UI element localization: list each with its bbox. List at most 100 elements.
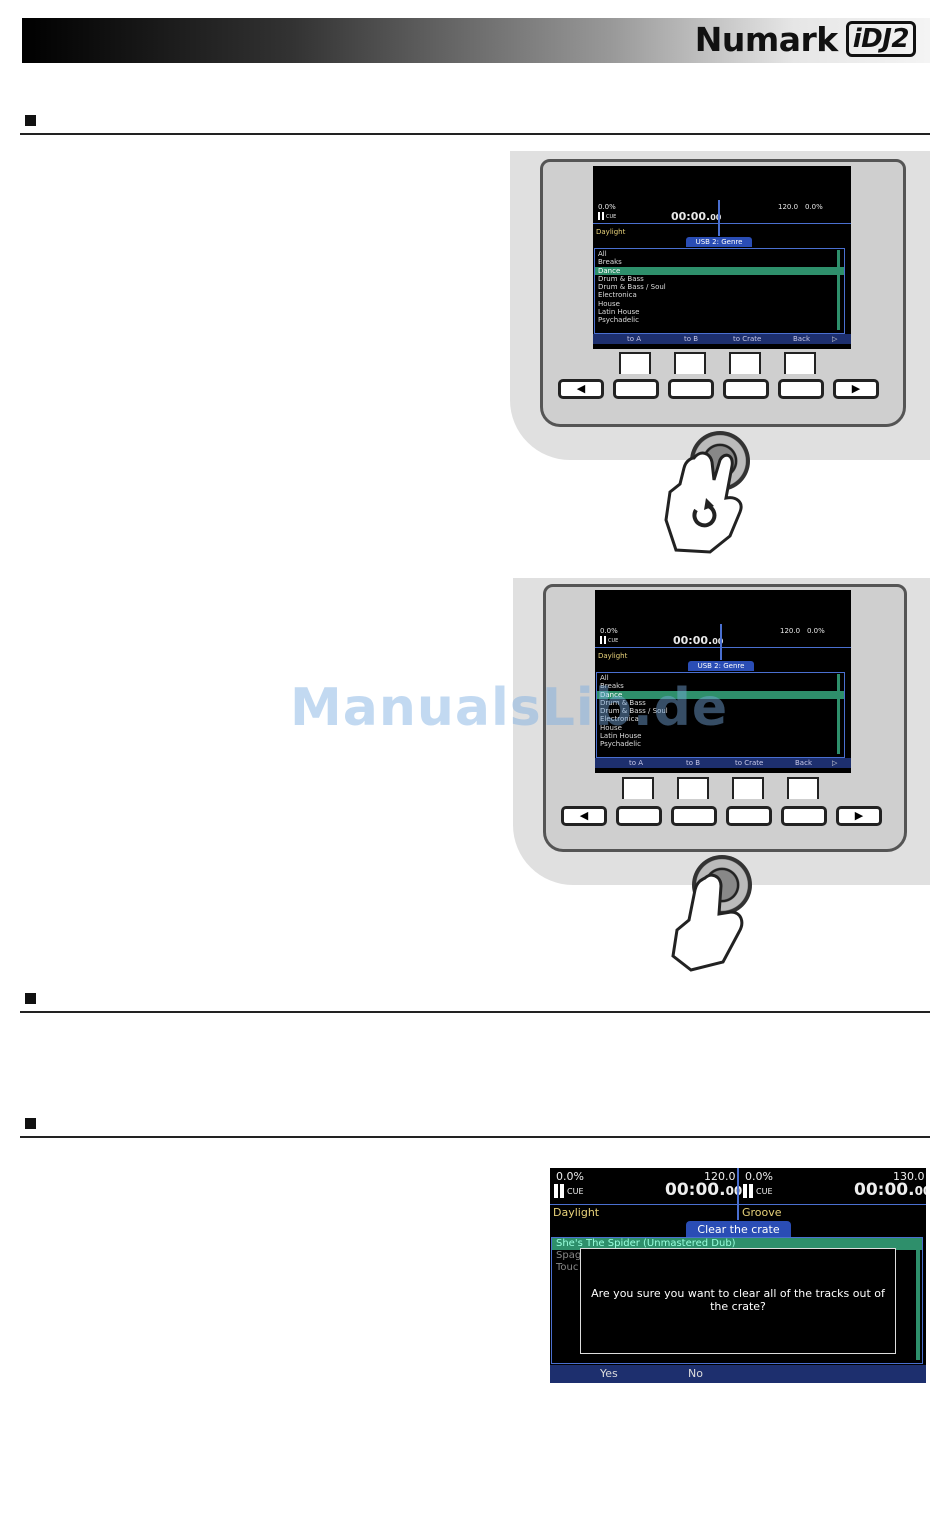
section-rule-2 bbox=[20, 1011, 930, 1013]
track-row-selected[interactable]: She's The Spider (Unmastered Dub) bbox=[552, 1238, 922, 1250]
softkey-back[interactable]: Back bbox=[793, 335, 810, 343]
softkey-bar: to A to B to Crate Back ▷ bbox=[593, 334, 851, 344]
hardware-right-button[interactable]: ▶ bbox=[836, 806, 882, 826]
softkey-to-b[interactable]: to B bbox=[686, 759, 701, 767]
crate-tab[interactable]: Clear the crate bbox=[686, 1221, 791, 1238]
list-item[interactable]: Breaks bbox=[598, 258, 622, 267]
list-item[interactable]: House bbox=[598, 299, 620, 308]
track-row[interactable]: Touc bbox=[556, 1262, 579, 1273]
list-item[interactable]: All bbox=[600, 674, 609, 682]
hardware-softkey-1[interactable] bbox=[616, 806, 662, 826]
hardware-softkey-2[interactable] bbox=[671, 806, 717, 826]
hardware-left-button[interactable]: ◀ bbox=[561, 806, 607, 826]
deck-a-bpm: 120.0 bbox=[778, 203, 799, 211]
deck-a-time: 00:00.00 bbox=[671, 210, 722, 223]
softkey-stems bbox=[613, 352, 879, 374]
list-item[interactable]: Electronica bbox=[600, 715, 639, 724]
hardware-right-button[interactable]: ▶ bbox=[833, 379, 879, 399]
softkey-to-a[interactable]: to A bbox=[627, 335, 642, 343]
list-item[interactable]: Drum & Bass / Soul bbox=[598, 283, 666, 292]
deck-a-pause-icon bbox=[554, 1184, 564, 1198]
softkey-back[interactable]: Back bbox=[795, 759, 812, 767]
list-item[interactable]: Drum & Bass / Soul bbox=[600, 707, 668, 716]
hardware-softkey-4[interactable] bbox=[781, 806, 827, 826]
softkey-bar: to A to B to Crate Back ▷ bbox=[595, 758, 851, 768]
list-item[interactable]: All bbox=[598, 250, 607, 258]
deck-a-pitch: 0.0% bbox=[598, 203, 616, 211]
softkey-yes[interactable]: Yes bbox=[600, 1367, 618, 1380]
right-arrow-icon: ▶ bbox=[851, 382, 861, 395]
deck-a-time: 00:00.00 bbox=[673, 634, 724, 647]
list-item[interactable]: Latin House bbox=[600, 732, 642, 741]
watermark: ManualsLib.de bbox=[290, 678, 729, 738]
list-item[interactable]: House bbox=[600, 723, 622, 732]
softkey-to-crate[interactable]: to Crate bbox=[733, 335, 762, 343]
deck-a-pitch: 0.0% bbox=[556, 1170, 584, 1183]
section-bullet-3 bbox=[25, 1118, 36, 1129]
list-item-selected[interactable]: Dance bbox=[595, 266, 844, 275]
softkey-to-a[interactable]: to A bbox=[629, 759, 644, 767]
device-screen-2: 0.0% 120.0 0.0% CUE 00:00.00 Daylight US… bbox=[595, 590, 851, 773]
crate-softkey-bar: Yes No bbox=[550, 1365, 926, 1383]
list-item-selected[interactable]: Dance bbox=[597, 690, 844, 699]
deck-a-bpm: 120.0 bbox=[780, 627, 801, 635]
hardware-softkey-3[interactable] bbox=[726, 806, 772, 826]
crate-scrollbar[interactable] bbox=[916, 1240, 920, 1360]
play-arrow-icon: ▷ bbox=[832, 759, 838, 767]
left-arrow-icon: ◀ bbox=[579, 809, 589, 822]
browser-tab[interactable]: USB 2: Genre bbox=[688, 661, 754, 671]
hardware-softkey-4[interactable] bbox=[778, 379, 824, 399]
deck-a-track: Daylight bbox=[596, 228, 626, 236]
hand-press-icon bbox=[671, 873, 744, 972]
deck-b-pitch: 0.0% bbox=[745, 1170, 773, 1183]
left-arrow-icon: ◀ bbox=[576, 382, 586, 395]
device-panel-1: 0.0% 120.0 0.0% CUE 00:00.00 Daylight US… bbox=[510, 151, 930, 460]
list-item[interactable]: Psychadelic bbox=[598, 316, 639, 325]
list-item[interactable]: Psychadelic bbox=[600, 740, 641, 749]
crate-track-list[interactable]: She's The Spider (Unmastered Dub) Spag T… bbox=[551, 1237, 923, 1364]
hardware-softkey-3[interactable] bbox=[723, 379, 769, 399]
header-gradient-bar bbox=[22, 18, 930, 63]
pause-icon bbox=[600, 636, 606, 644]
right-arrow-icon: ▶ bbox=[854, 809, 864, 822]
deck-a-track: Daylight bbox=[553, 1206, 600, 1219]
list-item[interactable]: Breaks bbox=[600, 682, 624, 691]
section-bullet-1 bbox=[25, 115, 36, 126]
deck-b-pitch: 0.0% bbox=[805, 203, 823, 211]
section-rule-3 bbox=[20, 1136, 930, 1138]
list-scrollbar[interactable] bbox=[837, 674, 840, 754]
deck-b-pitch: 0.0% bbox=[807, 627, 825, 635]
softkey-to-crate[interactable]: to Crate bbox=[735, 759, 764, 767]
pause-icon bbox=[598, 212, 604, 220]
hardware-softkey-1[interactable] bbox=[613, 379, 659, 399]
cue-indicator: CUE bbox=[606, 214, 617, 220]
device-panel-2: 0.0% 120.0 0.0% CUE 00:00.00 Daylight US… bbox=[513, 578, 930, 885]
softkey-to-b[interactable]: to B bbox=[684, 335, 699, 343]
track-row[interactable]: Spag bbox=[556, 1250, 582, 1261]
deck-b-track: Groove bbox=[742, 1206, 782, 1219]
device-screen-1: 0.0% 120.0 0.0% CUE 00:00.00 Daylight US… bbox=[593, 166, 851, 349]
genre-list[interactable]: All Breaks Dance Drum & Bass Drum & Bass… bbox=[596, 672, 845, 758]
softkey-no[interactable]: No bbox=[688, 1367, 703, 1380]
list-item[interactable]: Drum & Bass bbox=[600, 698, 646, 707]
deck-a-cue: CUE bbox=[567, 1187, 584, 1196]
hardware-softkey-2[interactable] bbox=[668, 379, 714, 399]
genre-list[interactable]: All Breaks Dance Drum & Bass Drum & Bass… bbox=[594, 248, 845, 334]
play-arrow-icon: ▷ bbox=[832, 335, 838, 343]
deck-a-pitch: 0.0% bbox=[600, 627, 618, 635]
clear-crate-dialog: Are you sure you want to clear all of th… bbox=[580, 1248, 896, 1354]
list-item[interactable]: Drum & Bass bbox=[598, 274, 644, 283]
softkey-stems bbox=[616, 777, 882, 799]
deck-a-bpm: 120.0 bbox=[704, 1170, 736, 1183]
list-item[interactable]: Latin House bbox=[598, 308, 640, 317]
hardware-left-button[interactable]: ◀ bbox=[558, 379, 604, 399]
list-item[interactable]: Electronica bbox=[598, 291, 637, 300]
list-scrollbar[interactable] bbox=[837, 250, 840, 330]
cue-indicator: CUE bbox=[608, 638, 619, 644]
hand-turn-icon bbox=[664, 451, 743, 554]
section-rule-1 bbox=[20, 133, 930, 135]
section-bullet-2 bbox=[25, 993, 36, 1004]
deck-b-bpm: 130.0 bbox=[893, 1170, 925, 1183]
browser-tab[interactable]: USB 2: Genre bbox=[686, 237, 752, 247]
